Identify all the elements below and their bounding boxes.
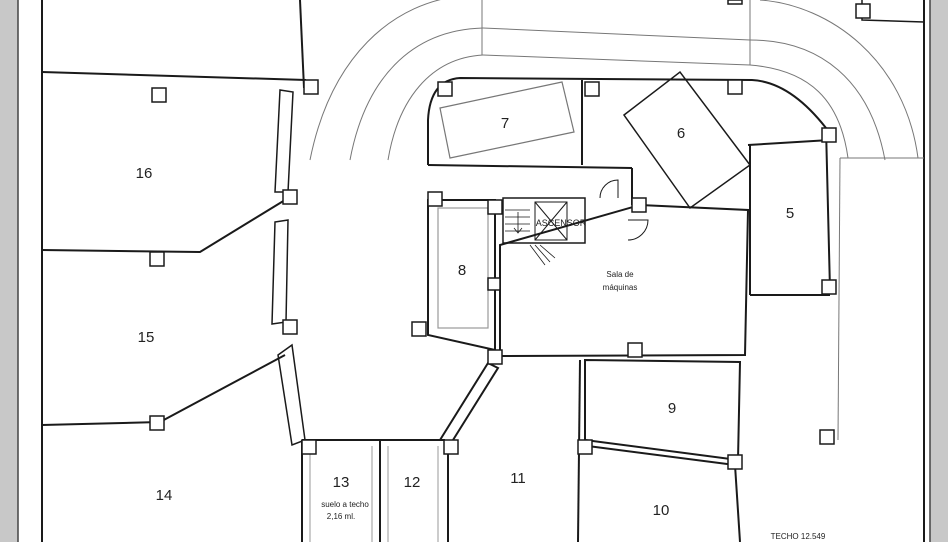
room-label-15: 15 [138, 329, 155, 346]
top-partial-rooms [727, 0, 925, 23]
room-label-11: 11 [510, 470, 526, 487]
machine-room-walls [499, 203, 750, 358]
room-label-14: 14 [156, 487, 173, 504]
rooms-12-13-walls [301, 439, 445, 542]
room13-note-line2: 2,16 ml. [327, 512, 355, 521]
machine-room-label-line2: máquinas [603, 283, 638, 292]
room-label-12: 12 [404, 474, 421, 491]
room-label-6: 6 [677, 125, 685, 142]
room-16-walls [41, 89, 294, 254]
outer-walls [41, 0, 925, 542]
room-6-box [622, 70, 752, 210]
room-14-door-panel [277, 343, 306, 447]
room-10-walls [579, 444, 741, 542]
room-label-13: 13 [333, 474, 350, 491]
room-11-walls [439, 361, 500, 449]
machine-room-label-line1: Sala de [606, 270, 634, 279]
right-frame-band [930, 0, 948, 542]
room-label-8: 8 [458, 262, 466, 279]
left-frame-band [0, 0, 18, 542]
curved-ramp [309, 0, 924, 441]
room-label-9: 9 [668, 400, 676, 417]
structural-columns [149, 3, 871, 470]
room-label-16: 16 [136, 165, 153, 182]
room-label-5: 5 [786, 205, 794, 222]
room-label-7: 7 [501, 115, 509, 132]
room13-note-line1: suelo a techo [321, 500, 369, 509]
core-walls [41, 0, 831, 296]
room-9-walls [584, 358, 742, 462]
elevator-label: ASCENSOR [536, 218, 587, 228]
room-label-10: 10 [653, 502, 670, 519]
room-7-box [439, 81, 575, 159]
ceiling-note: TECHO 12.549 [771, 532, 826, 541]
